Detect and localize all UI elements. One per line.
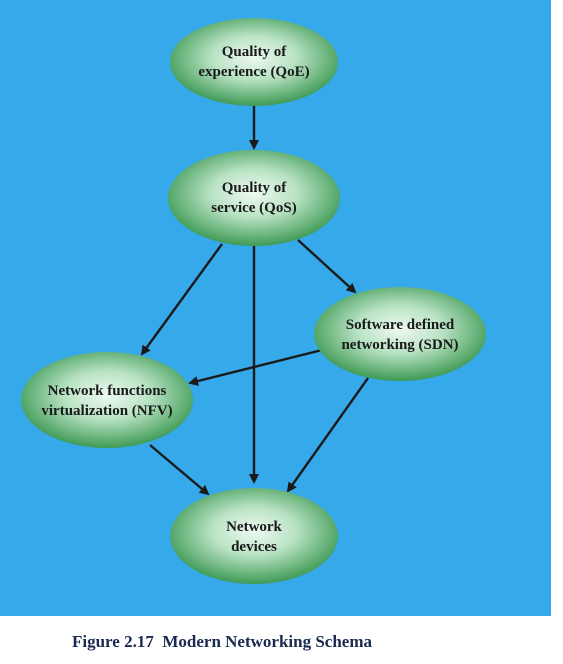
node-sdn: Software defined networking (SDN) bbox=[314, 287, 486, 381]
node-nfv-label-line1: Network functions bbox=[48, 383, 167, 399]
node-qoe-label-line2: experience (QoE) bbox=[198, 64, 309, 80]
arrow-nfv-to-devices bbox=[149, 444, 210, 496]
node-devices-label-line1: Network bbox=[226, 519, 282, 535]
node-nfv-label-line2: virtualization (NFV) bbox=[41, 403, 172, 419]
arrow-sdn-to-nfv bbox=[188, 348, 323, 386]
node-devices-label-line2: devices bbox=[231, 539, 277, 555]
node-sdn-ellipse bbox=[314, 287, 486, 381]
node-qoe-ellipse bbox=[170, 18, 338, 106]
node-sdn-label-line1: Software defined bbox=[346, 317, 455, 333]
node-qos-label-line2: service (QoS) bbox=[211, 200, 296, 216]
node-nfv-ellipse bbox=[21, 352, 193, 448]
arrow-qos-to-nfv bbox=[140, 243, 223, 356]
node-qos-ellipse bbox=[168, 150, 340, 246]
networking-schema-diagram: Quality of experience (QoE) Quality of s… bbox=[21, 18, 486, 584]
node-devices-ellipse bbox=[170, 488, 338, 584]
edges bbox=[140, 106, 369, 496]
node-qoe: Quality of experience (QoE) bbox=[170, 18, 338, 106]
node-qoe-label-line1: Quality of bbox=[222, 44, 288, 60]
arrow-qos-to-sdn bbox=[297, 239, 357, 294]
node-sdn-label-line2: networking (SDN) bbox=[341, 337, 458, 353]
node-nfv: Network functions virtualization (NFV) bbox=[21, 352, 193, 448]
node-devices: Network devices bbox=[170, 488, 338, 584]
figure-title: Modern Networking Schema bbox=[162, 632, 373, 651]
figure-caption: Figure 2.17 Modern Networking Schema bbox=[72, 632, 372, 652]
node-qos: Quality of service (QoS) bbox=[168, 150, 340, 246]
figure-number: Figure 2.17 bbox=[72, 632, 154, 651]
arrow-sdn-to-devices bbox=[286, 377, 369, 493]
node-qos-label-line1: Quality of bbox=[222, 180, 288, 196]
